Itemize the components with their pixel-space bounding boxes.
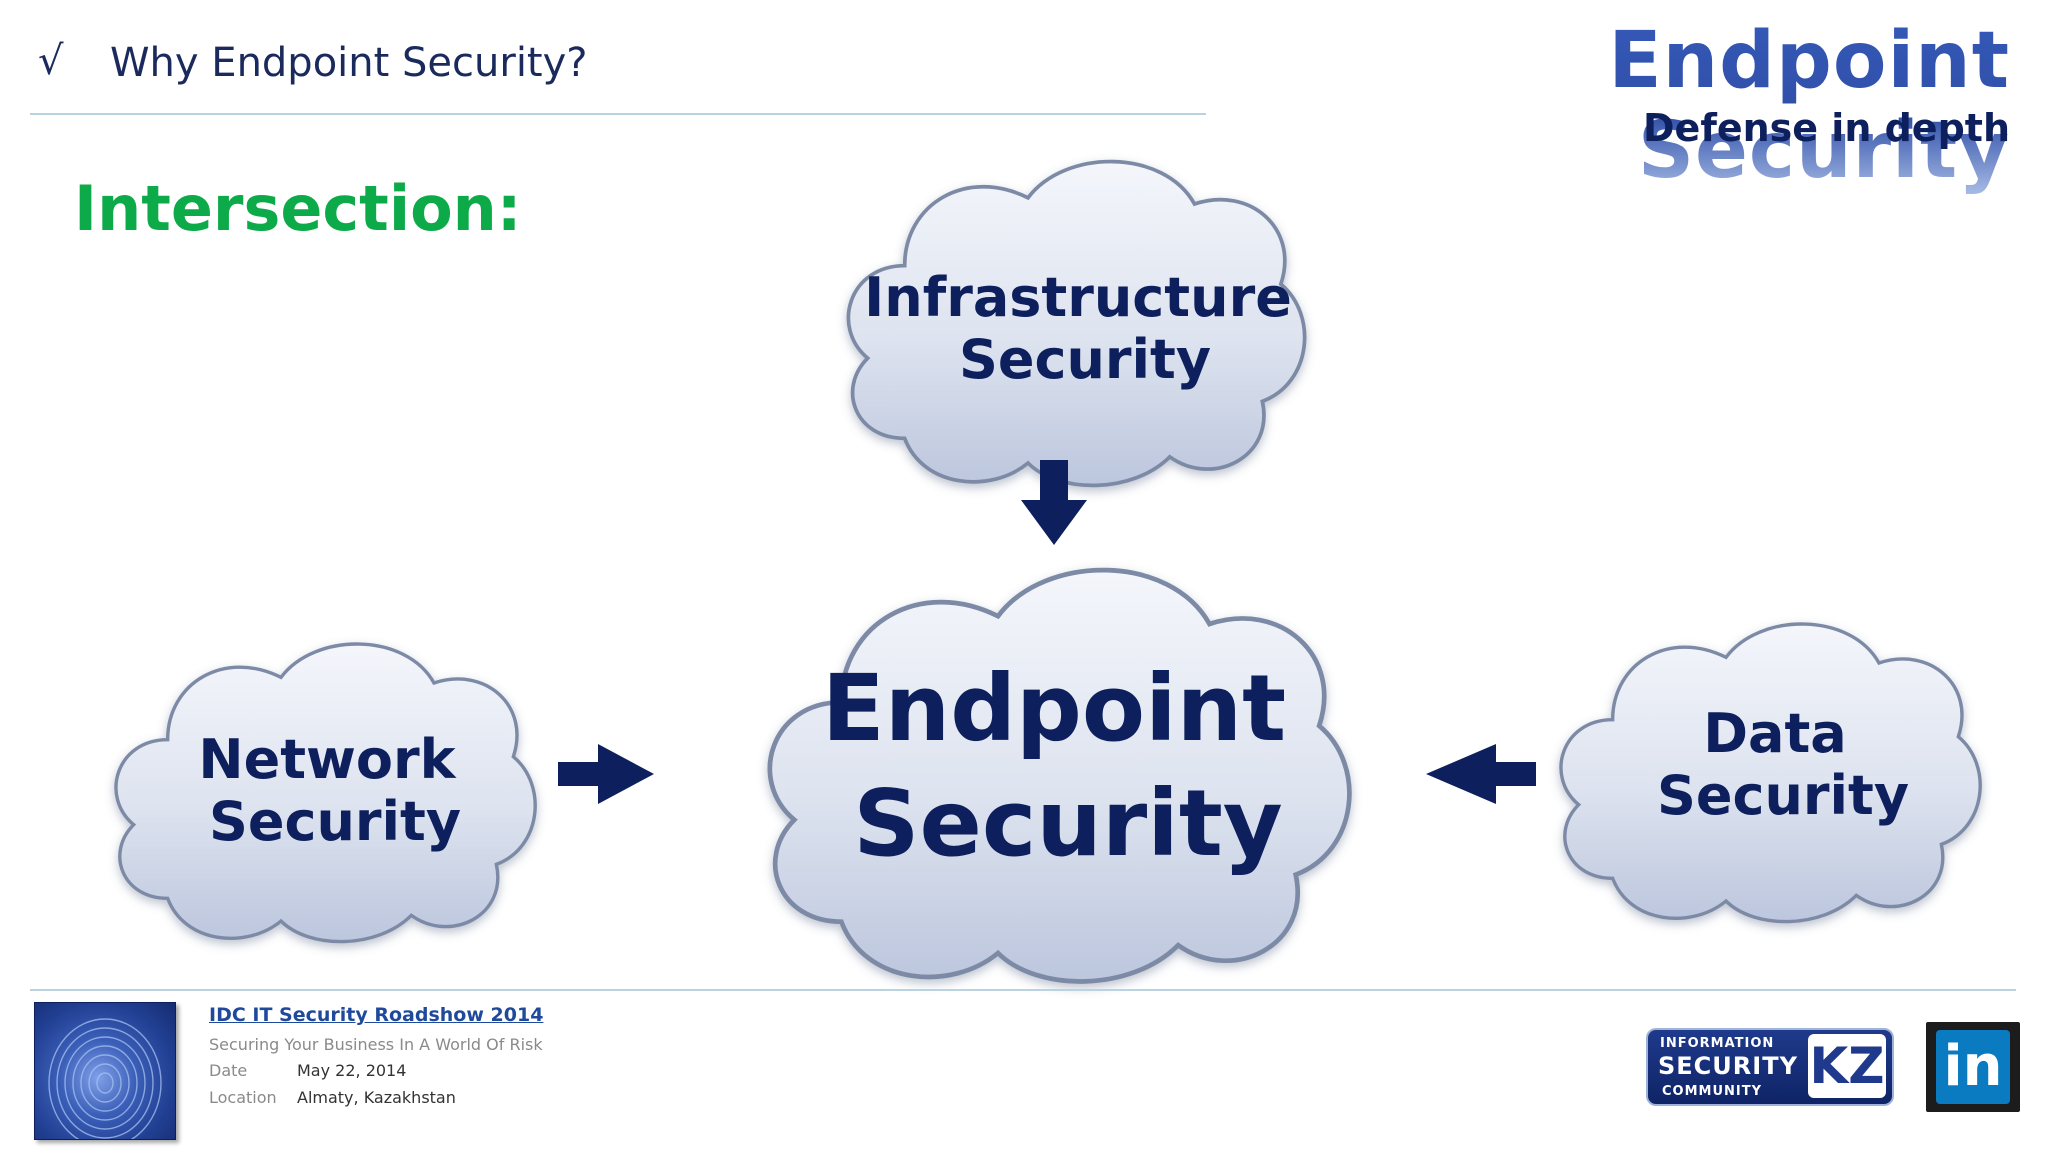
cloud-data-line2: Security	[1657, 764, 1909, 827]
information-security-community-logo: INFORMATION SECURITY COMMUNITY KZ	[1646, 1028, 1894, 1106]
location-label: Location	[209, 1088, 277, 1107]
brand-subtitle: Defense in depth	[1643, 106, 2010, 150]
cloud-infrastructure-line2: Security	[959, 328, 1211, 391]
date-label: Date	[209, 1061, 248, 1080]
cloud-endpoint-line2: Security	[853, 770, 1283, 877]
location-value: Almaty, Kazakhstan	[297, 1088, 456, 1107]
event-tagline: Securing Your Business In A World Of Ris…	[209, 1035, 543, 1054]
slide-subtitle: Why Endpoint Security?	[110, 40, 588, 86]
cloud-network-line1: Network	[198, 728, 456, 791]
isc-logo-line3: COMMUNITY	[1662, 1084, 1763, 1099]
linkedin-icon-glyph: in	[1936, 1030, 2010, 1104]
isc-logo-kz: KZ	[1808, 1034, 1886, 1098]
isc-logo-line1: INFORMATION	[1660, 1036, 1775, 1051]
fingerprint-thumbnail	[34, 1002, 176, 1140]
cloud-data-line1: Data	[1703, 702, 1847, 765]
linkedin-icon[interactable]: in	[1926, 1022, 2020, 1112]
brand-title: Endpoint Security	[1240, 16, 2010, 196]
date-value: May 22, 2014	[297, 1061, 407, 1080]
arrow-right-icon	[558, 744, 654, 804]
footer-divider	[30, 989, 2016, 991]
check-mark-icon: √	[38, 38, 64, 84]
cloud-network-line2: Security	[209, 790, 461, 853]
cloud-endpoint-line1: Endpoint	[822, 655, 1286, 762]
fingerprint-icon	[48, 1018, 162, 1139]
arrow-left-icon	[1426, 744, 1536, 804]
header-divider	[30, 113, 1206, 115]
arrow-down-icon	[1021, 460, 1087, 545]
isc-logo-line2: SECURITY	[1658, 1052, 1798, 1080]
event-title-link[interactable]: IDC IT Security Roadshow 2014	[209, 1004, 544, 1026]
slide-heading: Intersection:	[74, 172, 522, 245]
cloud-infrastructure-line1: Infrastructure	[864, 266, 1292, 329]
